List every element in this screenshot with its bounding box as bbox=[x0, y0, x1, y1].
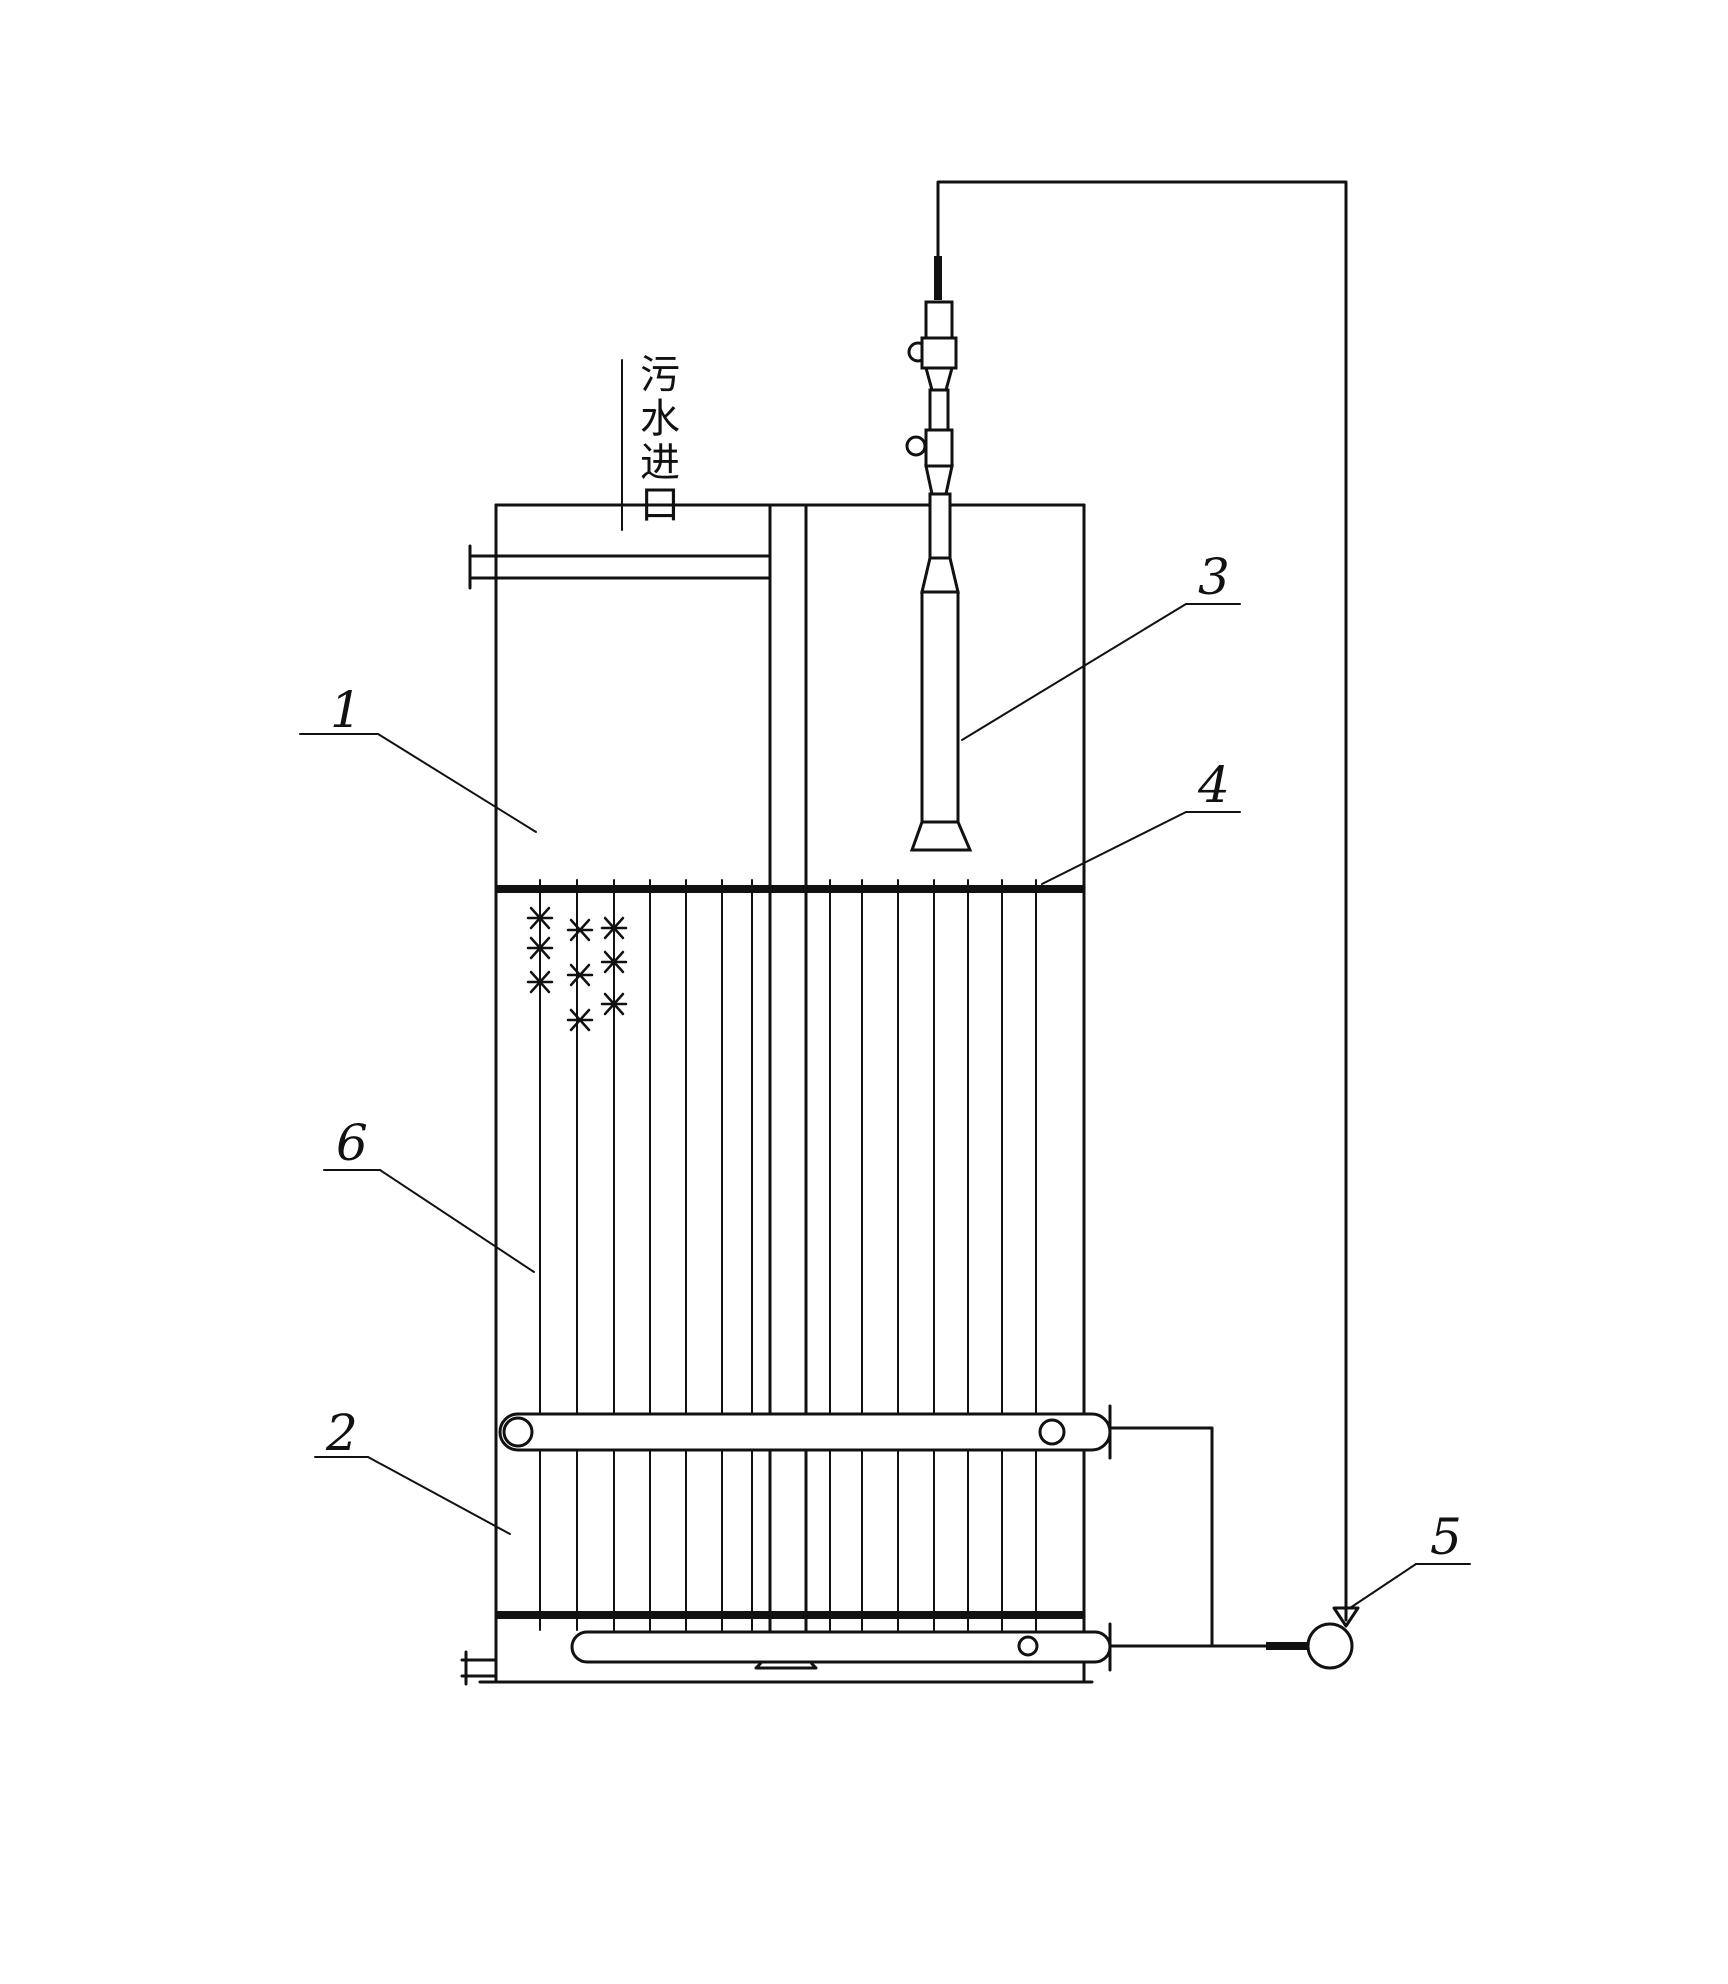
inlet-label-char: 进 bbox=[640, 440, 680, 486]
middle-collector-pipe bbox=[498, 1404, 1112, 1460]
aerator-nozzle bbox=[909, 820, 973, 852]
leader-lines bbox=[299, 603, 1471, 1609]
callout-4: 4 bbox=[1197, 756, 1230, 814]
bottom-aeration-pipe bbox=[570, 1622, 1112, 1672]
inlet-label-char: 口 bbox=[640, 482, 680, 528]
central-pipe bbox=[754, 503, 818, 1670]
callout-3: 3 bbox=[1198, 548, 1230, 606]
tank bbox=[460, 503, 1094, 1686]
callout-6: 6 bbox=[336, 1114, 368, 1172]
pump bbox=[1306, 1606, 1360, 1670]
callout-1: 1 bbox=[330, 681, 362, 739]
inlet-label-char: 污 bbox=[640, 352, 680, 398]
recirculation-line bbox=[936, 180, 1348, 1622]
external-piping bbox=[936, 180, 1348, 1650]
callout-2: 2 bbox=[325, 1404, 358, 1462]
inlet-label: 污 水 进 口 bbox=[640, 352, 680, 528]
membrane-fibers bbox=[539, 879, 1037, 1631]
jet-aerator bbox=[905, 256, 973, 852]
inlet-label-char: 水 bbox=[640, 396, 680, 442]
inlet-pipe bbox=[468, 359, 772, 590]
biofilm-marks bbox=[526, 906, 628, 1032]
callout-5: 5 bbox=[1430, 1508, 1462, 1566]
